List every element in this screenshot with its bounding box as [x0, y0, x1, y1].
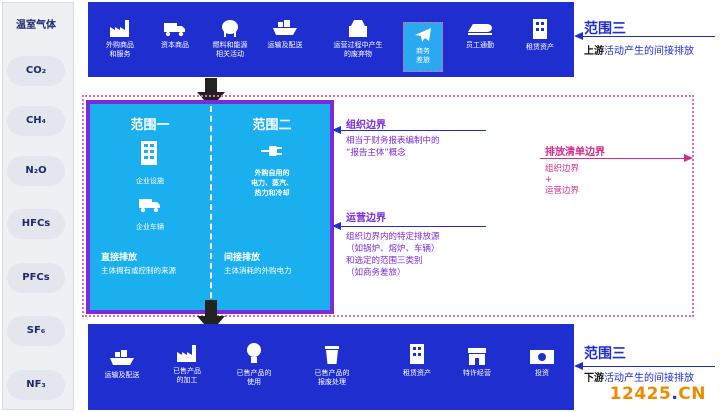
op-arrowhead-icon — [332, 222, 341, 230]
scope3-downstream-title: 范围三 — [584, 346, 626, 362]
recycle-bin-icon — [325, 346, 339, 364]
scope2-body: 主体消耗的外购电力 — [224, 266, 292, 275]
downstream-item-processing: 已售产品 的加工 — [155, 342, 219, 385]
power-plug-icon — [261, 146, 282, 156]
upstream-prefix: 上游 — [584, 46, 604, 57]
downstream-item-investment: 投资 — [510, 348, 574, 378]
upstream-label: 租赁资产 — [526, 43, 554, 51]
watermark: 12425.CN — [610, 384, 706, 404]
upstream-activities-bar — [88, 2, 574, 77]
downstream-desc-rest: 活动产生的间接排放 — [604, 373, 694, 384]
upstream-item-transport: 运输及配送 — [253, 18, 317, 50]
scope1-title: 范围一 — [130, 118, 170, 133]
building-icon — [410, 344, 424, 364]
scope1-head: 直接排放 — [101, 253, 138, 263]
business-travel-highlight — [403, 22, 443, 72]
downstream-label: 租赁资产 — [403, 369, 431, 377]
org-boundary-desc: 相当于财务报表编制中的 “报告主体”概念 — [346, 136, 440, 158]
building-icon — [533, 19, 547, 39]
org-arrowhead-icon — [332, 126, 341, 134]
op-boundary-title: 运营边界 — [346, 213, 386, 224]
scope1-facility-label: 企业设施 — [136, 177, 164, 185]
scope1-body: 主体拥有或控制的来源 — [101, 266, 176, 275]
upstream-desc-rest: 活动产生的间接排放 — [604, 46, 694, 57]
inventory-boundary-desc: 组织边界 + 运营边界 — [545, 164, 580, 196]
downstream-divider-line — [578, 366, 715, 367]
upstream-label: 商务 差旅 — [416, 47, 430, 64]
scope-divider — [210, 106, 212, 308]
downstream-arrowhead-icon — [574, 362, 583, 370]
upstream-label: 员工通勤 — [466, 41, 494, 49]
fuel-tank-icon — [222, 20, 238, 37]
upstream-item-business-travel: 商务 差旅 — [391, 26, 455, 65]
upstream-item-fuel-energy: 燃料和能源 相关活动 — [198, 18, 262, 59]
downstream-label: 运输及配送 — [104, 371, 140, 379]
upstream-item-waste: 运营过程中产生 的废弃物 — [326, 18, 390, 59]
scope1-vehicle-label: 企业车辆 — [136, 223, 164, 231]
watermark-dot: . — [671, 384, 679, 404]
upstream-label: 资本商品 — [161, 41, 189, 49]
downstream-label: 特许经营 — [463, 369, 491, 377]
upstream-label: 运输及配送 — [267, 41, 303, 49]
downstream-item-transport: 运输及配送 — [90, 348, 154, 380]
downstream-item-end-of-life: 已售产品的 报废处理 — [300, 344, 364, 387]
ship-icon — [110, 350, 134, 365]
factory-icon — [177, 345, 196, 362]
upstream-divider-line — [578, 36, 715, 37]
gas-nf3: NF₃ — [7, 370, 65, 400]
scope2-sub: 外购自用的 电力、蒸汽、 热力和冷却 — [251, 169, 293, 197]
inventory-boundary-title: 排放清单边界 — [545, 147, 605, 158]
gas-panel-title: 温室气体 — [16, 20, 56, 31]
upstream-item-purchased-goods: 外购商品 和服务 — [88, 18, 152, 59]
upstream-item-capital-goods: 资本商品 — [143, 18, 207, 50]
lightbulb-icon — [247, 343, 261, 363]
op-boundary-desc: 组织边界内的特定排放源 （如锅炉、熔炉、车辆） 和选定的范围三类别 （如商务差旅… — [346, 232, 440, 278]
scope3-downstream-desc: 下游活动产生的间接排放 — [584, 369, 694, 384]
gas-n2o: N₂O — [7, 156, 65, 186]
gas-pfcs: PFCs — [7, 263, 65, 293]
waste-icon — [349, 20, 367, 37]
money-icon — [530, 350, 554, 364]
upstream-item-leased-assets: 租赁资产 — [508, 18, 572, 52]
airplane-icon — [415, 28, 431, 42]
upstream-item-commuting: 员工通勤 — [448, 18, 512, 50]
scope3-upstream-title: 范围三 — [584, 21, 626, 37]
upstream-label: 外购商品 和服务 — [106, 41, 134, 58]
gas-ch4: CH₄ — [7, 106, 65, 136]
truck-icon — [164, 23, 185, 37]
op-boundary-line — [336, 226, 486, 227]
upstream-label: 运营过程中产生 的废弃物 — [333, 41, 383, 58]
org-boundary-title: 组织边界 — [346, 120, 386, 131]
upstream-label: 燃料和能源 相关活动 — [212, 41, 248, 58]
inventory-arrowhead-icon — [684, 154, 693, 162]
gas-co2: CO₂ — [7, 56, 65, 86]
upstream-arrowhead-icon — [574, 32, 583, 40]
watermark-num: 12425 — [609, 384, 672, 404]
inventory-boundary-box — [82, 95, 694, 317]
scope3-upstream-desc: 上游活动产生的间接排放 — [584, 42, 694, 57]
inventory-boundary-line — [540, 158, 690, 159]
gas-hfcs: HFCs — [7, 209, 65, 239]
gas-sf6: SF₆ — [7, 316, 65, 346]
downstream-label: 已售产品的 报废处理 — [314, 369, 350, 386]
downstream-label: 已售产品的 使用 — [236, 369, 272, 386]
factory-icon — [110, 20, 129, 37]
ship-icon — [273, 20, 297, 35]
facility-icon — [141, 141, 157, 165]
downstream-activities-bar — [88, 324, 574, 410]
scope2-head: 间接排放 — [224, 253, 261, 263]
downstream-prefix: 下游 — [584, 373, 604, 384]
downstream-item-franchise: 特许经营 — [445, 346, 509, 378]
watermark-tld: CN — [678, 384, 706, 404]
storefront-icon — [468, 348, 486, 365]
downstream-item-leased-assets: 租赁资产 — [385, 342, 449, 378]
downstream-label: 已售产品 的加工 — [173, 367, 201, 384]
scope2-title: 范围二 — [252, 118, 292, 133]
truck-icon — [139, 199, 160, 213]
downstream-item-use: 已售产品的 使用 — [222, 342, 286, 387]
downstream-label: 投资 — [535, 369, 549, 377]
org-boundary-line — [336, 130, 486, 131]
train-icon — [468, 24, 492, 35]
